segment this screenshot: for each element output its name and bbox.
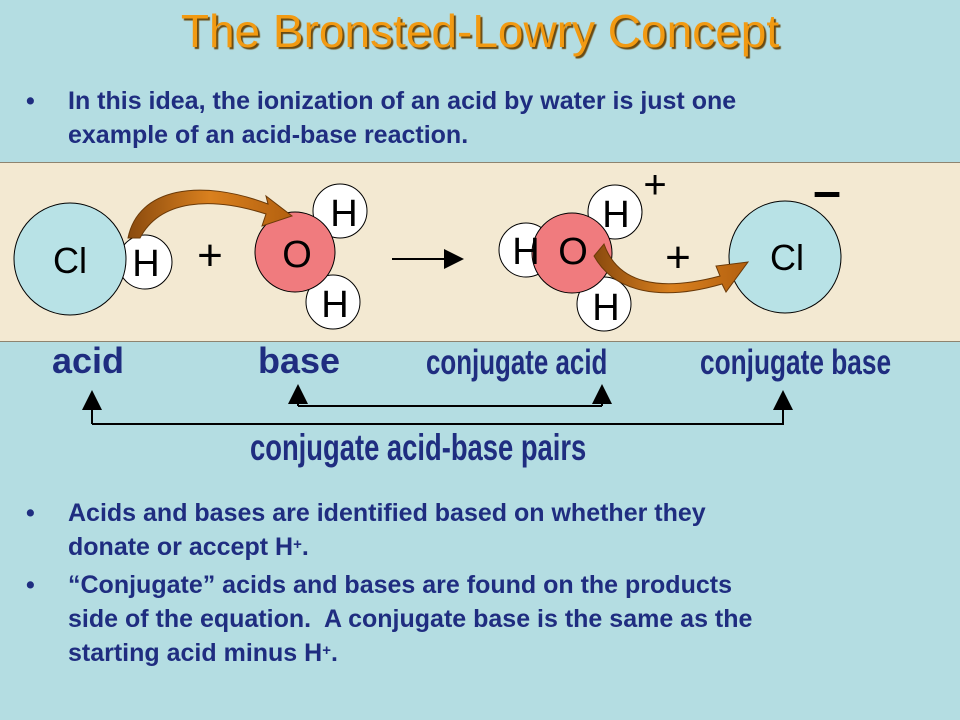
product-cl-label: Cl bbox=[770, 237, 804, 278]
electron-transfer-arrow-2 bbox=[593, 243, 750, 294]
product-h-bottom-label: H bbox=[592, 287, 619, 329]
bullet-intro-line1: In this idea, the ionization of an acid … bbox=[68, 87, 737, 115]
label-conjugate-base: conjugate base bbox=[700, 343, 892, 382]
plus-sign-2: + bbox=[665, 233, 691, 282]
product-o-label: O bbox=[558, 231, 588, 273]
chloride-charge-minus: – bbox=[813, 163, 841, 219]
bullet-identification-line1: Acids and bases are identified based on … bbox=[68, 499, 706, 527]
superscript-plus: + bbox=[293, 536, 302, 553]
bullet-conjugate-line3: starting acid minus H bbox=[68, 639, 323, 667]
bullet-intro-line2: example of an acid-base reaction. bbox=[68, 121, 469, 149]
bullet-marker: • bbox=[26, 499, 35, 527]
bullet-marker: • bbox=[26, 87, 35, 115]
water-hydrogen-bottom-atom bbox=[305, 274, 361, 330]
label-base: base bbox=[258, 340, 341, 381]
period: . bbox=[330, 639, 338, 667]
label-acid: acid bbox=[52, 340, 125, 381]
product-oxygen-atom bbox=[531, 212, 613, 294]
label-conjugate-acid: conjugate acid bbox=[426, 343, 608, 382]
water-o-label: O bbox=[282, 234, 312, 276]
reactant-h-label: H bbox=[132, 243, 159, 285]
water-h-top-label: H bbox=[330, 193, 357, 235]
period: . bbox=[301, 533, 309, 561]
water-oxygen-atom bbox=[254, 211, 336, 293]
plus-sign-1: + bbox=[197, 231, 223, 280]
reactant-chlorine-atom bbox=[13, 202, 127, 316]
bullet-conjugate-line2: side of the equation. A conjugate base i… bbox=[68, 605, 753, 633]
proton-transfer-arrow-1 bbox=[127, 189, 294, 239]
product-h-top-label: H bbox=[602, 194, 629, 236]
product-h-left-label: H bbox=[512, 231, 539, 273]
hydronium-charge-plus: + bbox=[643, 163, 666, 207]
bullet-identification-line2: donate or accept H bbox=[68, 533, 294, 561]
bullet-marker: • bbox=[26, 571, 35, 599]
water-h-bottom-label: H bbox=[321, 284, 348, 326]
bullet-conjugate-line1: “Conjugate” acids and bases are found on… bbox=[68, 571, 732, 599]
superscript-plus: + bbox=[322, 642, 331, 659]
slide-title: The Bronsted-Lowry Concept bbox=[180, 5, 780, 57]
pair-bracket-outer bbox=[92, 392, 784, 425]
reactant-cl-label: Cl bbox=[53, 240, 87, 281]
product-chlorine-atom bbox=[728, 200, 842, 314]
label-conjugate-pairs: conjugate acid-base pairs bbox=[250, 427, 587, 468]
water-hydrogen-top-atom bbox=[312, 183, 368, 239]
